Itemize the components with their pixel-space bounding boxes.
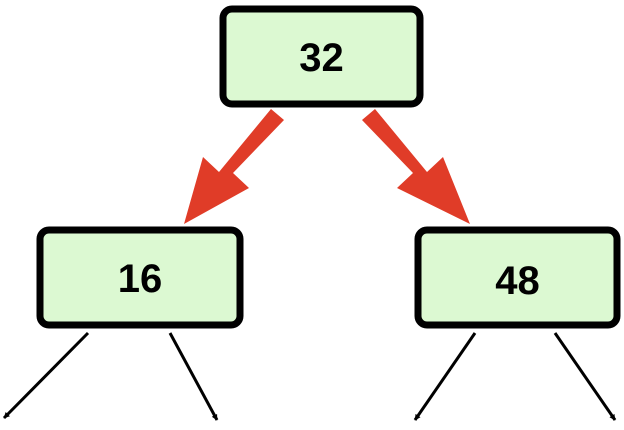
root-to-left-arrow [184,109,284,224]
root-to-right-arrow [362,109,470,224]
right-child-right-edge [553,332,617,421]
node-left-label: 16 [118,257,163,301]
right-child-left-edge [413,332,477,421]
node-left-box [36,226,244,329]
node-right-box [414,226,621,329]
node-right: 48 [414,226,621,329]
node-root-label: 32 [299,36,344,80]
left-child-left-edge [2,331,90,420]
left-child-right-edge [168,332,219,421]
node-left: 16 [36,226,244,329]
node-root: 32 [219,5,424,108]
node-root-box [219,5,424,108]
node-right-label: 48 [495,259,540,303]
